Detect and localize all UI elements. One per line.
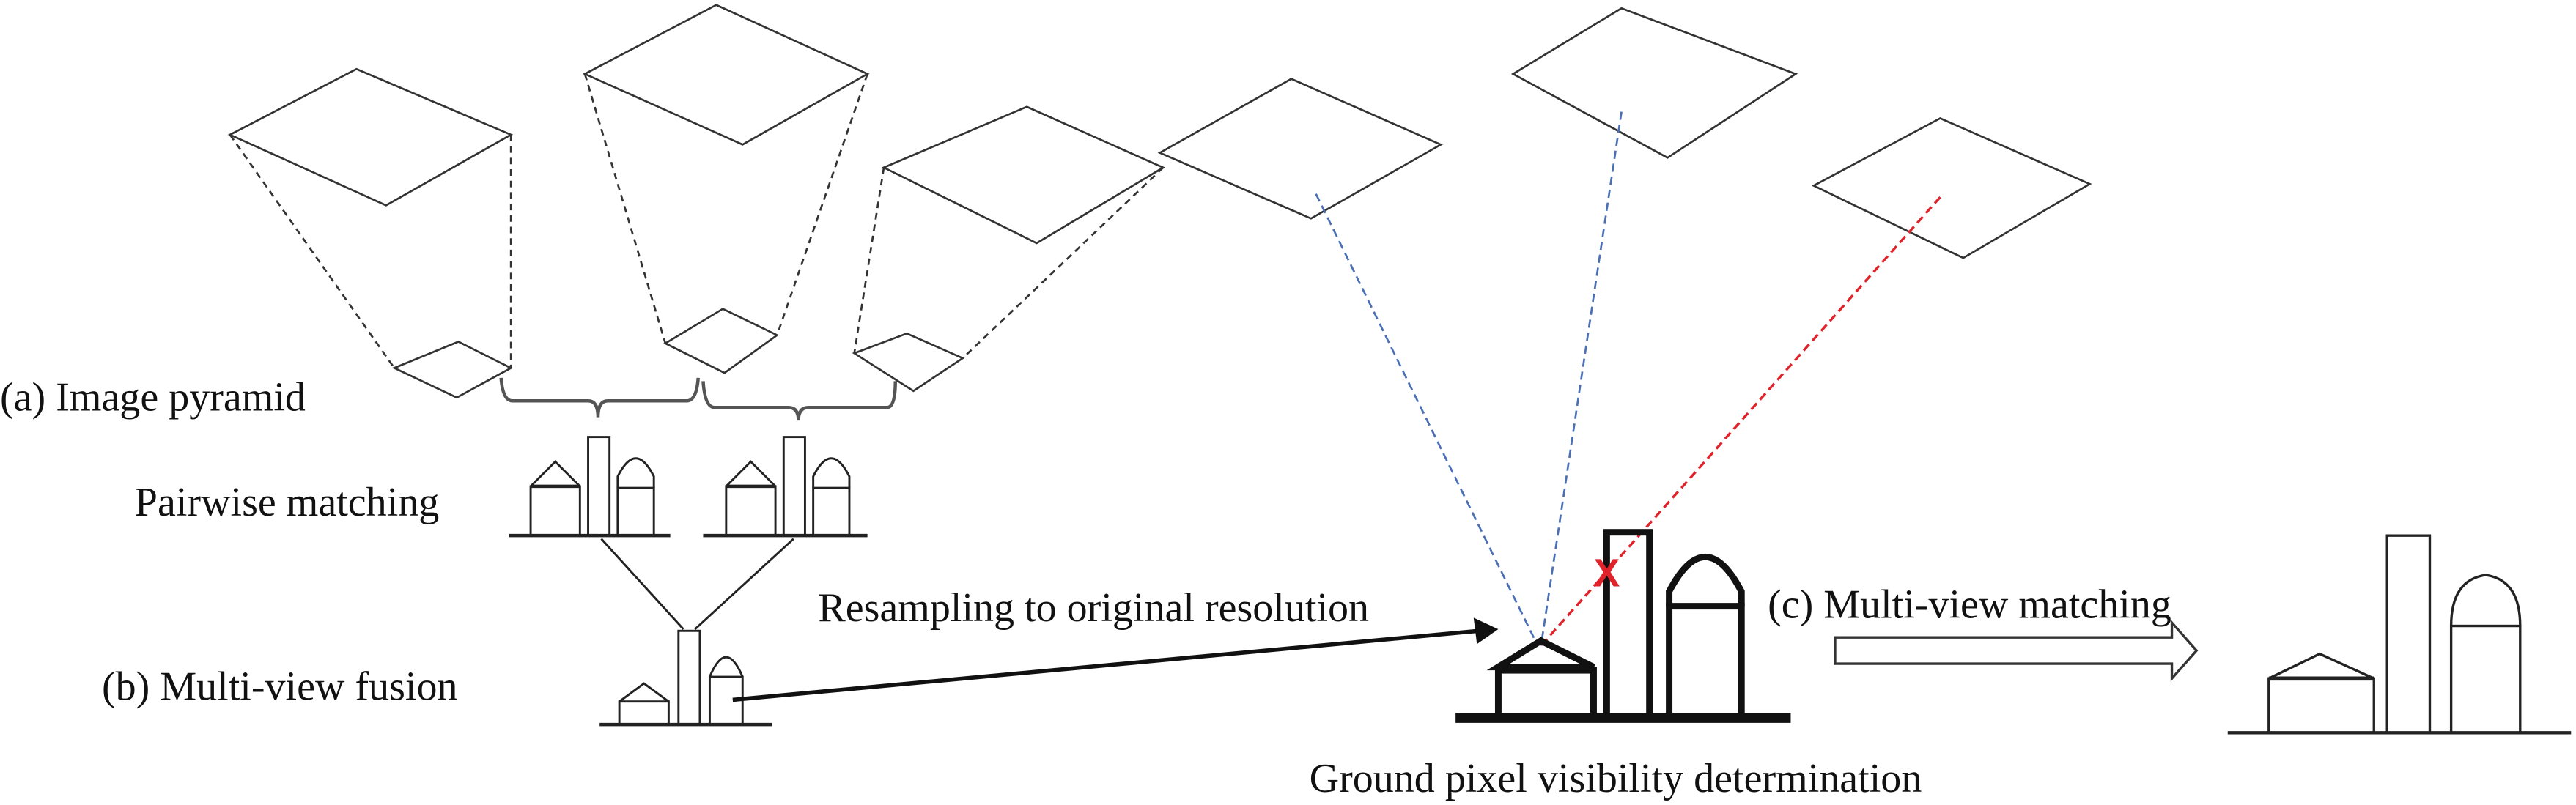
pyramid-edge	[776, 73, 868, 335]
occlusion-mark: X	[1593, 552, 1620, 596]
label-resampling: Resampling to original resolution	[818, 585, 1369, 631]
pyramid-edge	[229, 134, 396, 369]
image-plane-3-large	[881, 105, 1166, 245]
resampling-arrow	[732, 628, 1479, 702]
fusion-scene	[599, 629, 772, 727]
pyramid-edge	[583, 73, 667, 344]
label-image-pyramid: (a) Image pyramid	[0, 375, 306, 420]
label-multi-view-fusion: (b) Multi-view fusion	[102, 664, 458, 709]
pyramid-edge	[962, 166, 1165, 359]
ray-visible-2	[1540, 111, 1623, 646]
visibility-scene	[1455, 529, 1791, 723]
ray-visible-1	[1315, 193, 1539, 647]
image-plane-6	[1811, 116, 2092, 259]
multi-view-arrow	[1834, 619, 2199, 682]
fusion-link	[600, 538, 684, 630]
label-visibility: Ground pixel visibility determination	[1310, 756, 1922, 801]
brace-left	[499, 377, 700, 418]
output-scene	[2227, 534, 2572, 735]
brace-right	[701, 381, 897, 421]
image-plane-3-small	[852, 332, 965, 393]
pairwise-scene-1	[509, 436, 671, 538]
pairwise-scene-2	[703, 436, 868, 538]
image-plane-4	[1157, 78, 1443, 220]
image-plane-1-large	[227, 67, 514, 207]
image-plane-5	[1510, 7, 1798, 159]
pyramid-edge	[853, 167, 885, 354]
label-multi-view-matching: (c) Multi-view matching	[1768, 582, 2171, 627]
image-plane-2-large	[582, 4, 870, 146]
arrow-head	[1473, 617, 1499, 645]
image-plane-1-small	[391, 341, 514, 399]
fusion-link	[694, 538, 794, 631]
image-plane-2-small	[663, 308, 779, 374]
label-pairwise-matching: Pairwise matching	[135, 480, 439, 525]
